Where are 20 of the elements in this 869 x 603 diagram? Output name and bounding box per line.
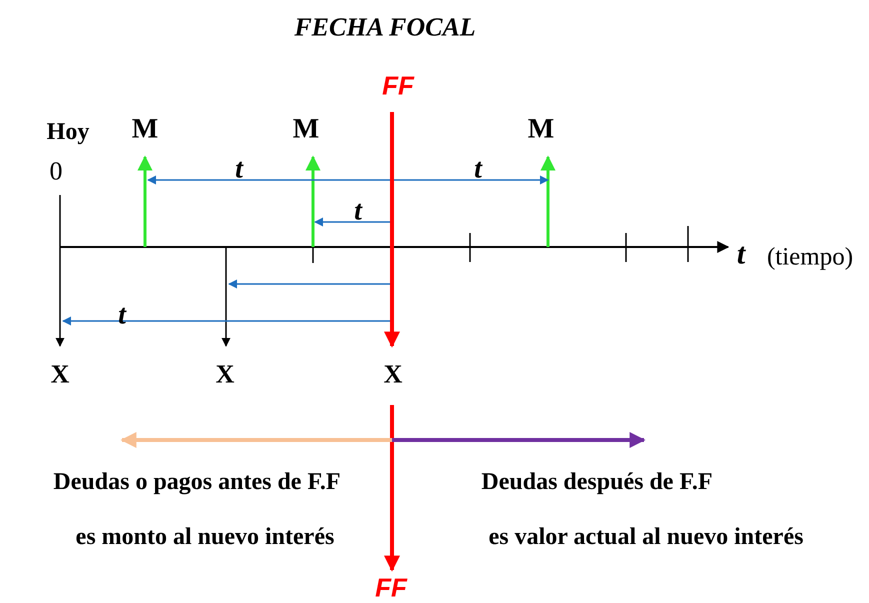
explanation-text: Deudas o pagos antes de F.F (53, 468, 341, 496)
axis-label: (tiempo) (766, 243, 854, 271)
explanation-text: es valor actual al nuevo interés (488, 524, 804, 550)
diagram-title: FECHA FOCAL (294, 14, 476, 42)
payment-label: X (216, 360, 234, 390)
today-label: Hoy (46, 118, 90, 146)
explanation-text: es monto al nuevo interés (76, 524, 334, 550)
payment-label: X (50, 360, 70, 390)
axis-label: t (736, 238, 746, 270)
time-label: t (354, 196, 362, 228)
amount-label: M (292, 114, 320, 146)
focal-date-label: FF (382, 72, 414, 100)
amount-label: M (132, 114, 158, 146)
focal-date-label: FF (375, 574, 407, 602)
time-label: t (235, 154, 243, 186)
time-label: t (474, 154, 482, 186)
payment-label: X (384, 360, 402, 390)
explanation-text: Deudas después de F.F (481, 468, 713, 496)
origin-label: 0 (50, 158, 62, 186)
amount-label: M (528, 114, 554, 146)
